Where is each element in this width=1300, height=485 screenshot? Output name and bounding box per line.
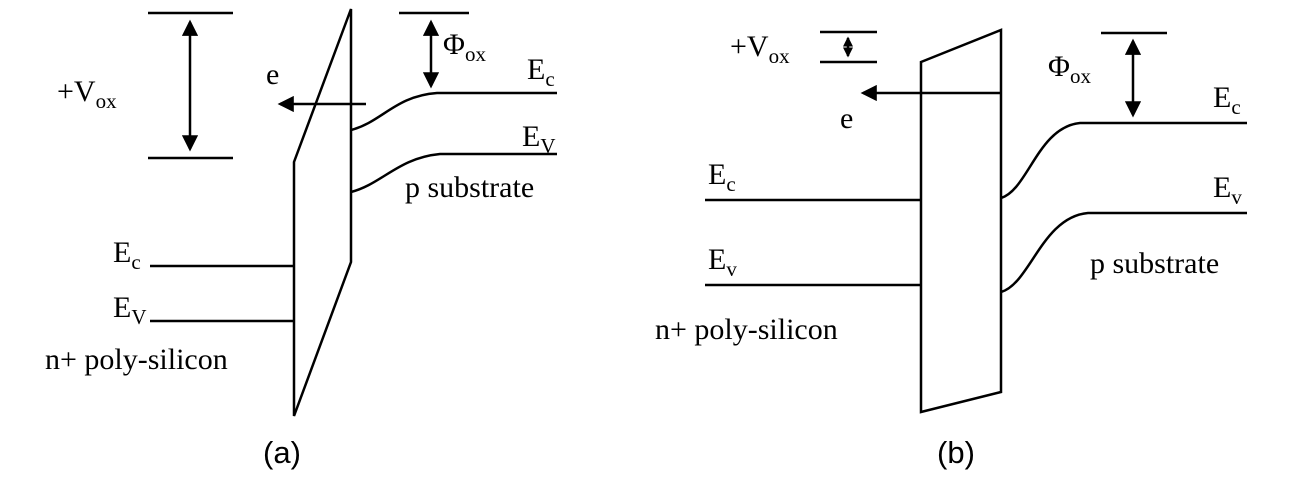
substrate-ev-band [350, 152, 557, 194]
vox-label: +Vox [57, 75, 117, 113]
phi-label-base: Φ [1048, 50, 1070, 83]
gate-ev-label-base: E [708, 243, 726, 276]
substrate-ec-label-base: E [1213, 81, 1231, 114]
vox-label: +Vox [730, 30, 790, 68]
phi-label-sub: ox [1070, 64, 1092, 88]
phi-label-base: Φ [443, 28, 465, 61]
gate-ec-label-sub: c [726, 172, 735, 196]
vox-label-base: +V [730, 30, 769, 63]
panel-b: +Vox Ec Ev n+ poly-silicon Ec Ev p subst… [650, 0, 1300, 480]
vox-label-sub: ox [769, 44, 791, 68]
substrate-ev-label: Ev [1213, 171, 1242, 209]
gate-ev-label-sub: v [726, 257, 737, 281]
gate-ec-label-sub: c [131, 250, 140, 274]
substrate-ec-label-base: E [527, 53, 545, 86]
substrate-material-label: p substrate [1090, 247, 1219, 280]
gate-ev-label-sub: V [131, 305, 146, 329]
panel-a-svg: +Vox Ec EV n+ poly-silicon Ec EV p subst… [45, 8, 557, 470]
substrate-ev-label-base: E [522, 120, 540, 153]
gate-ev-label: EV [113, 291, 147, 329]
phi-label-sub: ox [465, 42, 487, 66]
substrate-ec-label-sub: c [1231, 95, 1240, 119]
phi-label: Φox [1048, 50, 1091, 88]
substrate-material-label: p substrate [405, 171, 534, 204]
substrate-ec-label-sub: c [545, 67, 554, 91]
substrate-ec-label: Ec [527, 53, 555, 91]
gate-material-label: n+ poly-silicon [45, 343, 228, 376]
oxide-barrier [919, 28, 1003, 414]
gate-ec-label: Ec [113, 236, 141, 274]
gate-ev-label: Ev [708, 243, 737, 281]
gate-ev-label-base: E [113, 291, 131, 324]
phi-label: Φox [443, 28, 486, 66]
substrate-ev-band [1000, 211, 1247, 294]
gate-ec-label: Ec [708, 158, 736, 196]
vox-label-sub: ox [96, 89, 118, 113]
panel-a-caption: (a) [263, 435, 301, 470]
substrate-ec-band [350, 91, 557, 132]
gate-ec-label-base: E [708, 158, 726, 191]
electron-label: e [840, 102, 853, 135]
vox-label-base: +V [57, 75, 96, 108]
substrate-ec-label: Ec [1213, 81, 1241, 119]
gate-ec-label-base: E [113, 236, 131, 269]
panel-b-caption: (b) [937, 435, 975, 470]
gate-material-label: n+ poly-silicon [655, 313, 838, 346]
panel-b-svg: +Vox Ec Ev n+ poly-silicon Ec Ev p subst… [655, 28, 1247, 470]
substrate-ev-label: EV [522, 120, 556, 158]
panel-a: +Vox Ec EV n+ poly-silicon Ec EV p subst… [0, 0, 650, 480]
substrate-ev-label-sub: v [1231, 185, 1242, 209]
substrate-ev-label-sub: V [540, 134, 555, 158]
electron-label: e [266, 58, 279, 91]
substrate-ev-label-base: E [1213, 171, 1231, 204]
oxide-barrier [292, 8, 353, 417]
substrate-ec-band [1000, 121, 1247, 200]
